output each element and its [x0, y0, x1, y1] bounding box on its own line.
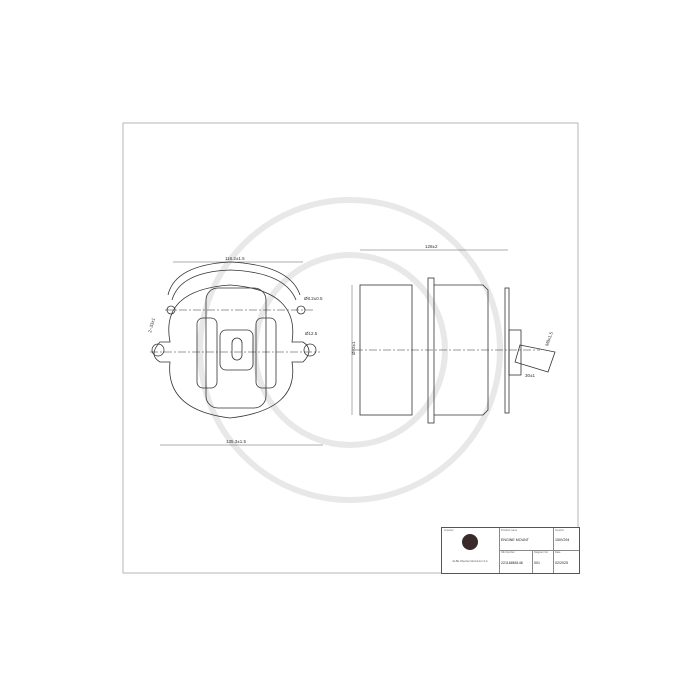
- dim-stud-thread: M8x1.5: [544, 331, 554, 347]
- date: 02/2025: [555, 561, 568, 565]
- date-caption: Date: [555, 551, 561, 554]
- dim-side-diameter: Ø92±1: [351, 341, 356, 355]
- symbol: 150V294: [555, 538, 570, 542]
- oe-number: 22116865146: [501, 561, 523, 565]
- side-view: [351, 249, 556, 424]
- symbol-caption: Symbol: [555, 529, 564, 532]
- front-view: [150, 261, 323, 446]
- importer-caption: Importer: [444, 529, 454, 532]
- dim-hole-small: Ø8.2±0.5: [304, 296, 323, 301]
- dim-hole-large: Ø12.5: [305, 331, 318, 336]
- drawing-frame: [122, 122, 579, 574]
- importer-logo: [462, 534, 478, 550]
- dim-side-length: 128±2: [425, 244, 438, 249]
- diagram-caption: Diagram No: [534, 551, 548, 554]
- oe-caption: OE Number: [501, 551, 515, 554]
- importer-text: ELBE Więcław Mechanics S.A.: [452, 560, 489, 563]
- dim-top-width: 116.2±1.5: [225, 256, 245, 261]
- dim-stud-length: 30±1: [525, 373, 535, 378]
- dim-bottom-width: 135.3±1.5: [226, 439, 246, 444]
- dim-hole-offset: 2~33±1: [147, 317, 156, 333]
- product-name-caption: Product name: [501, 529, 518, 532]
- product-name: ENGINE MOUNT: [501, 538, 529, 542]
- title-block: Importer ELBE Więcław Mechanics S.A. Pro…: [441, 527, 580, 574]
- diagram-number: 001: [534, 561, 540, 565]
